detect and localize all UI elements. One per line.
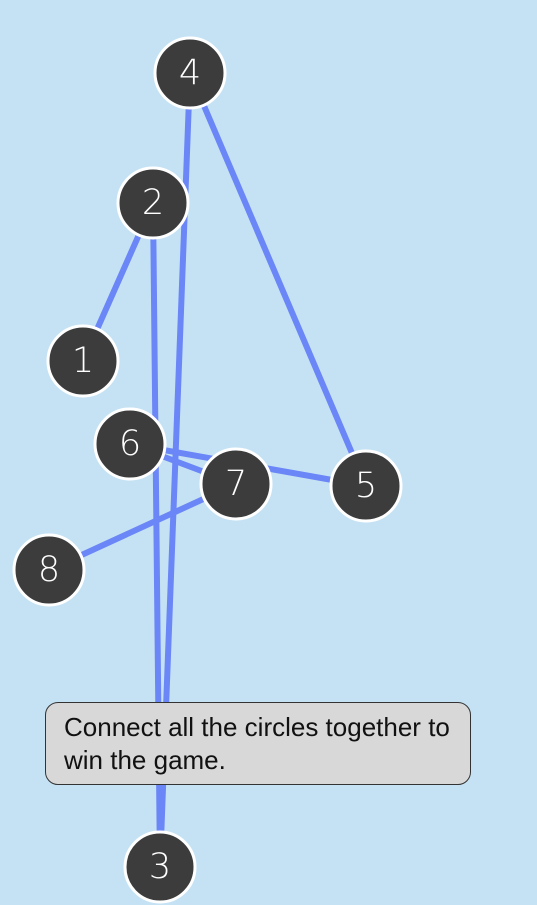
circle-node-disc[interactable] [12, 533, 86, 607]
circle-node-disc[interactable] [123, 830, 197, 904]
connection-line-4-5 [187, 70, 369, 489]
circle-node-2[interactable]: 2 [116, 166, 190, 240]
circle-node-7[interactable]: 7 [199, 447, 273, 521]
circle-node-disc[interactable] [199, 447, 273, 521]
circle-node-6[interactable]: 6 [93, 407, 167, 481]
circle-node-5[interactable]: 5 [329, 449, 403, 523]
circle-node-3[interactable]: 3 [123, 830, 197, 904]
circle-node-1[interactable]: 1 [46, 324, 120, 398]
circle-node-disc[interactable] [153, 36, 227, 110]
circle-node-disc[interactable] [329, 449, 403, 523]
circle-node-8[interactable]: 8 [12, 533, 86, 607]
hint-text-box: Connect all the circles together to win … [45, 702, 471, 785]
circle-node-disc[interactable] [116, 166, 190, 240]
circle-node-disc[interactable] [93, 407, 167, 481]
circle-node-disc[interactable] [46, 324, 120, 398]
circle-node-4[interactable]: 4 [153, 36, 227, 110]
